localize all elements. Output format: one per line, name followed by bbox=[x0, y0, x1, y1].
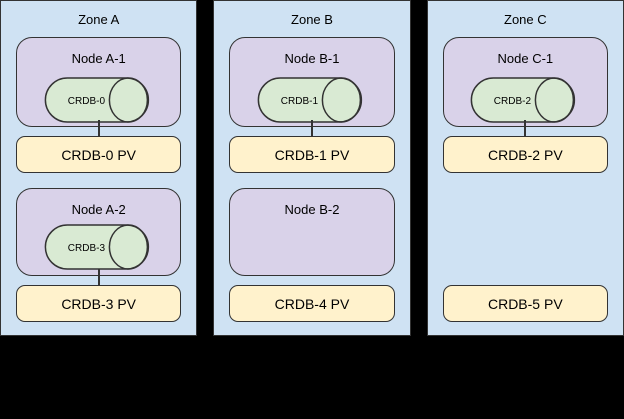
database-cylinder-icon: CRDB-2 bbox=[470, 77, 576, 123]
connector-line bbox=[97, 120, 100, 136]
cylinder-label: CRDB-3 bbox=[67, 243, 105, 254]
pv-box: CRDB-1 PV bbox=[229, 136, 395, 173]
pv-box: CRDB-3 PV bbox=[16, 285, 182, 322]
connector-line bbox=[97, 269, 100, 286]
zone-b: Zone B Node B-1 CRDB-1 CRDB-1 PV Node B-… bbox=[213, 0, 411, 336]
connector-line bbox=[524, 120, 527, 136]
cylinder-label: CRDB-0 bbox=[67, 96, 105, 107]
zone-c: Zone C Node C-1 CRDB-2 CRDB-2 PV CRDB-5 … bbox=[426, 0, 624, 336]
pv-box: CRDB-0 PV bbox=[16, 136, 182, 173]
node-title: Node C-1 bbox=[497, 51, 554, 66]
pv-label: CRDB-0 PV bbox=[61, 146, 136, 163]
pv-box: CRDB-4 PV bbox=[229, 285, 395, 322]
cylinder-label: CRDB-2 bbox=[494, 96, 532, 107]
pv-label: CRDB-5 PV bbox=[487, 295, 563, 312]
node-c-1: Node C-1 CRDB-2 bbox=[442, 37, 608, 127]
node-b-2: Node B-2 bbox=[229, 188, 395, 276]
node-a-2: Node A-2 CRDB-3 bbox=[16, 188, 182, 276]
node-title: Node A-2 bbox=[71, 202, 126, 217]
pv-label: CRDB-3 PV bbox=[61, 295, 136, 312]
zone-title: Zone A bbox=[78, 12, 120, 27]
node-b-1: Node B-1 CRDB-1 bbox=[229, 37, 395, 127]
zone-title: Zone B bbox=[291, 12, 333, 27]
node-title: Node B-2 bbox=[284, 202, 340, 217]
cylinder-label: CRDB-1 bbox=[281, 96, 319, 107]
pv-box: CRDB-2 PV bbox=[442, 136, 608, 173]
node-title: Node B-1 bbox=[284, 51, 340, 66]
connector-line bbox=[310, 120, 313, 136]
pv-label: CRDB-1 PV bbox=[274, 146, 350, 163]
database-cylinder-icon: CRDB-1 bbox=[257, 77, 363, 123]
node-title: Node A-1 bbox=[71, 51, 126, 66]
zone-a: Zone A Node A-1 CRDB-0 CRDB-0 PV Node A-… bbox=[0, 0, 198, 336]
node-a-1: Node A-1 CRDB-0 bbox=[16, 37, 182, 127]
pv-box: CRDB-5 PV bbox=[442, 285, 608, 322]
pv-label: CRDB-2 PV bbox=[487, 146, 563, 163]
database-cylinder-icon: CRDB-0 bbox=[44, 77, 149, 123]
topology-diagram: Zone A Node A-1 CRDB-0 CRDB-0 PV Node A-… bbox=[0, 0, 624, 336]
database-cylinder-icon: CRDB-3 bbox=[44, 224, 149, 270]
zone-title: Zone C bbox=[504, 12, 547, 27]
pv-label: CRDB-4 PV bbox=[274, 295, 350, 312]
